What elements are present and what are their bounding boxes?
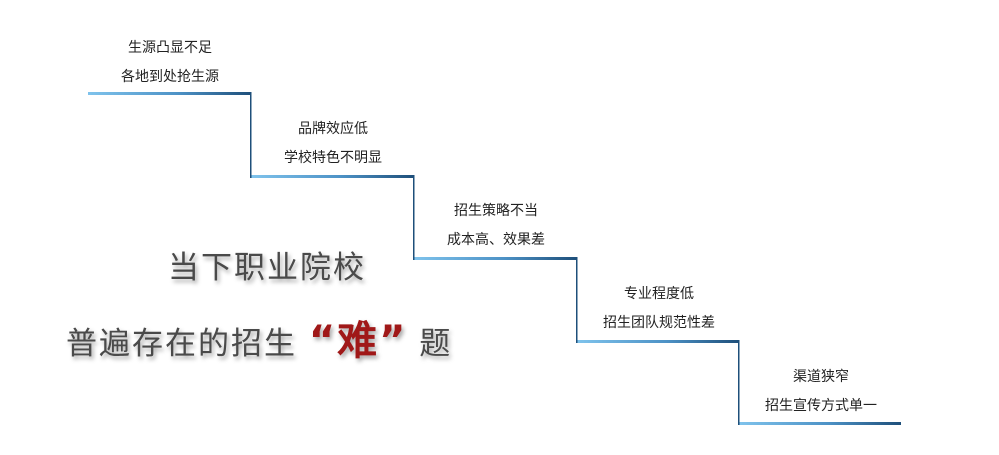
headline-prefix: 普遍存在的招生 — [66, 326, 297, 362]
step-1-text: 生源凸显不足 各地到处抢生源 — [90, 34, 250, 92]
step-5-line1: 渠道狭窄 — [793, 369, 849, 385]
step-4-tread — [577, 340, 739, 343]
step-2-line1: 品牌效应低 — [298, 121, 368, 137]
headline-line1: 当下职业院校 — [168, 250, 366, 286]
headline-line2: 普遍存在的招生 “难” 题 — [66, 308, 452, 366]
step-5-line2: 招生宣传方式单一 — [765, 398, 877, 414]
step-5-text: 渠道狭窄 招生宣传方式单一 — [741, 363, 901, 421]
step-4-line1: 专业程度低 — [624, 286, 694, 302]
step-1-line2: 各地到处抢生源 — [121, 69, 219, 85]
step-1-tread — [88, 92, 251, 95]
riser-1 — [250, 92, 252, 178]
headline-suffix: 题 — [419, 326, 453, 362]
step-5-tread — [739, 422, 901, 425]
step-3-tread — [414, 257, 577, 260]
riser-3 — [576, 257, 578, 343]
step-2-tread — [251, 175, 414, 178]
step-3-line2: 成本高、效果差 — [447, 232, 545, 248]
step-2-line2: 学校特色不明显 — [284, 150, 382, 166]
riser-4 — [738, 340, 740, 425]
step-3-text: 招生策略不当 成本高、效果差 — [416, 197, 576, 255]
step-4-text: 专业程度低 招生团队规范性差 — [579, 280, 739, 338]
step-1-line1: 生源凸显不足 — [128, 40, 212, 56]
step-2-text: 品牌效应低 学校特色不明显 — [253, 115, 413, 173]
step-4-line2: 招生团队规范性差 — [603, 315, 715, 331]
headline-emphasis: “难” — [308, 318, 408, 364]
step-3-line1: 招生策略不当 — [454, 203, 538, 219]
riser-2 — [413, 175, 415, 260]
